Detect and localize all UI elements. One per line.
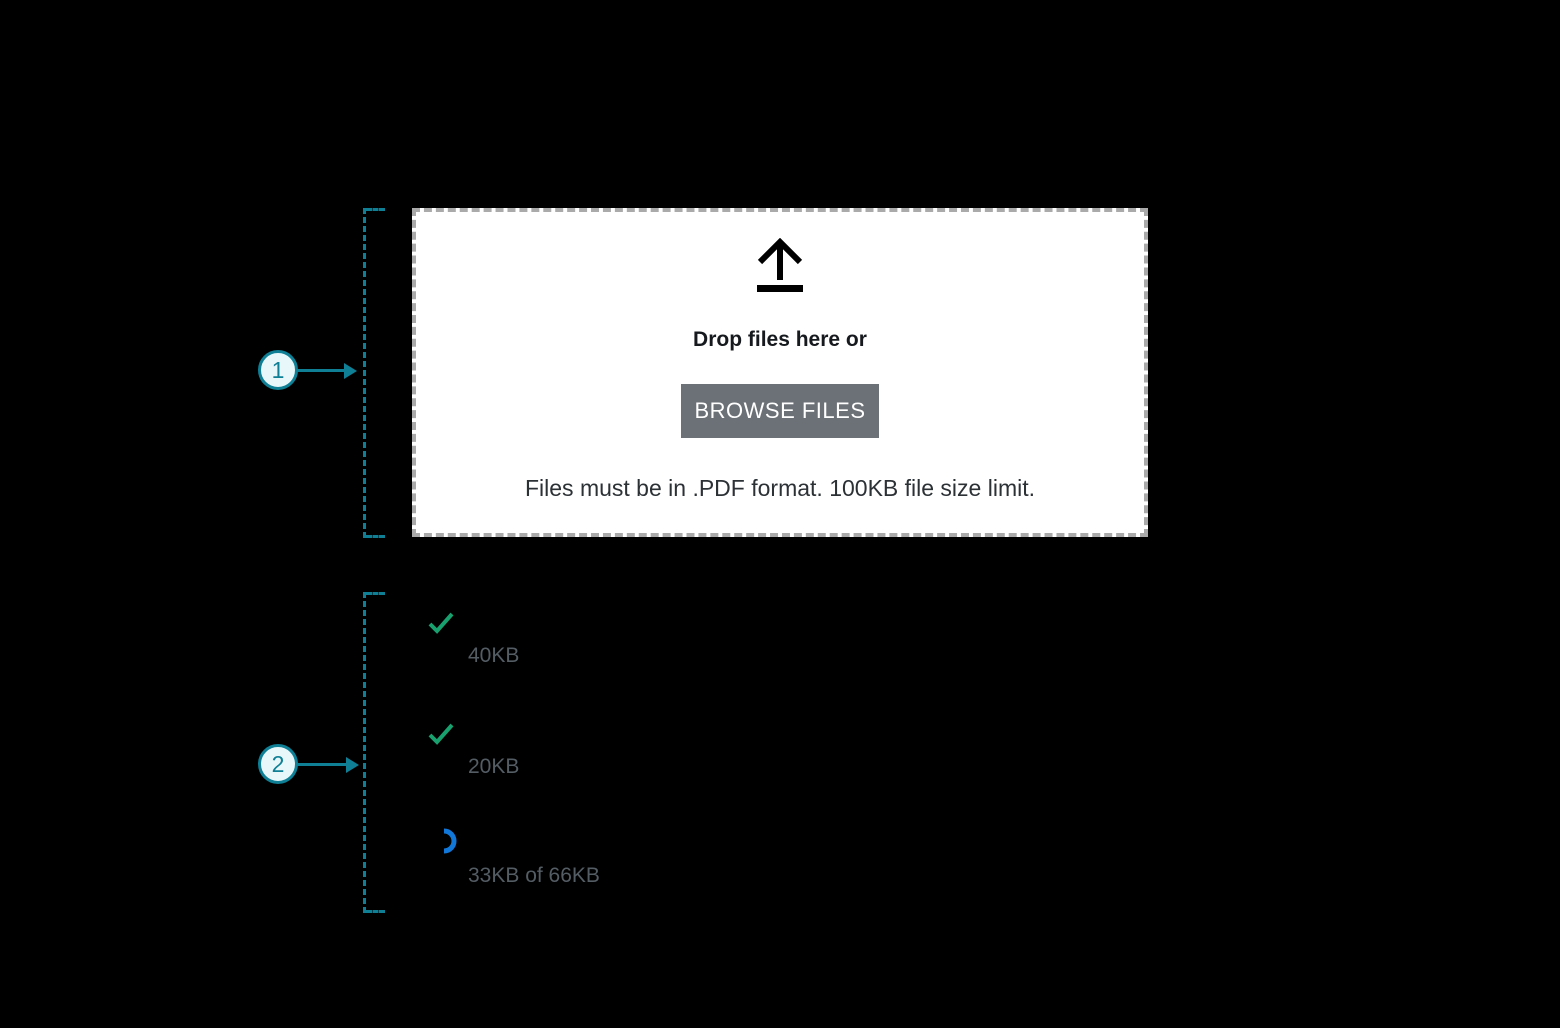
callout-arrow-line	[297, 369, 345, 372]
check-icon	[428, 723, 454, 745]
annotation-callout-2: 2	[258, 744, 298, 784]
browse-files-button[interactable]: BROWSE FILES	[681, 384, 879, 438]
file-progress-label: 33KB of 66KB	[468, 864, 600, 887]
callout-number: 1	[271, 356, 285, 383]
annotation-callout-1: 1	[258, 350, 298, 390]
callout-arrowhead-icon	[346, 757, 359, 773]
callout-arrow-line	[297, 763, 347, 766]
file-upload-row: 40KB	[428, 610, 748, 682]
callout-arrowhead-icon	[344, 363, 357, 379]
annotation-bracket-dropzone	[363, 208, 385, 538]
annotation-bracket-file-list	[363, 592, 385, 913]
dropzone-title: Drop files here or	[693, 328, 867, 351]
upload-arrow-icon	[757, 238, 803, 292]
file-dropzone[interactable]: Drop files here or BROWSE FILES Files mu…	[412, 208, 1148, 537]
file-size-label: 40KB	[468, 644, 520, 667]
bracket-arm	[366, 535, 385, 538]
bracket-arm	[366, 592, 385, 595]
callout-number: 2	[271, 750, 285, 777]
file-size-label: 20KB	[468, 755, 520, 778]
file-upload-row: 20KB	[428, 721, 748, 793]
spinner-icon	[431, 828, 457, 854]
bracket-arm	[366, 208, 385, 211]
check-icon	[428, 612, 454, 634]
bracket-arm	[366, 910, 385, 913]
file-upload-row: 33KB of 66KB	[428, 826, 748, 898]
dropzone-helper-text: Files must be in .PDF format. 100KB file…	[525, 475, 1035, 501]
